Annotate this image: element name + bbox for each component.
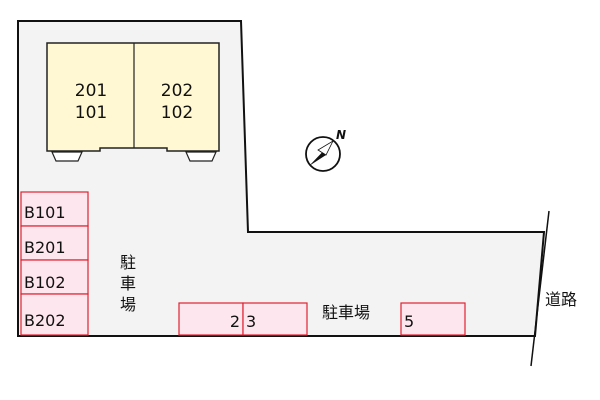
parking-label: B102 bbox=[24, 273, 66, 292]
parking-space bbox=[20, 225, 89, 261]
unit-label: 102 bbox=[161, 103, 193, 123]
left-parking: B101 B201 B102 B202 bbox=[20, 191, 89, 336]
parking-space bbox=[20, 293, 89, 336]
unit-label: 101 bbox=[75, 103, 107, 123]
entrance-step bbox=[51, 151, 83, 162]
parking-label: 2 bbox=[230, 312, 240, 331]
parking-area-label: 車 bbox=[120, 274, 136, 293]
unit-label: 201 bbox=[75, 81, 107, 101]
building: 201 101 202 102 bbox=[46, 42, 220, 162]
parking-label: 3 bbox=[246, 312, 256, 331]
parking-label: B101 bbox=[24, 203, 66, 222]
parking-label: B202 bbox=[24, 311, 66, 330]
parking-label: 5 bbox=[404, 312, 414, 331]
north-compass-icon: N bbox=[305, 128, 346, 172]
svg-text:N: N bbox=[336, 128, 346, 142]
parking-area-label: 駐 bbox=[120, 253, 136, 272]
entrance-step bbox=[185, 151, 217, 162]
parking-space bbox=[400, 302, 466, 336]
parking-label: B201 bbox=[24, 238, 66, 257]
parking-space bbox=[20, 191, 89, 227]
parking-area-label: 場 bbox=[120, 295, 136, 314]
unit-label: 202 bbox=[161, 81, 193, 101]
road-label: 道路 bbox=[545, 290, 577, 309]
parking-space bbox=[20, 259, 89, 295]
parking-space bbox=[242, 302, 308, 336]
parking-area-label: 駐車場 bbox=[322, 303, 370, 322]
road-edge bbox=[530, 210, 550, 367]
bottom-parking: 2 3 5 bbox=[178, 302, 466, 336]
